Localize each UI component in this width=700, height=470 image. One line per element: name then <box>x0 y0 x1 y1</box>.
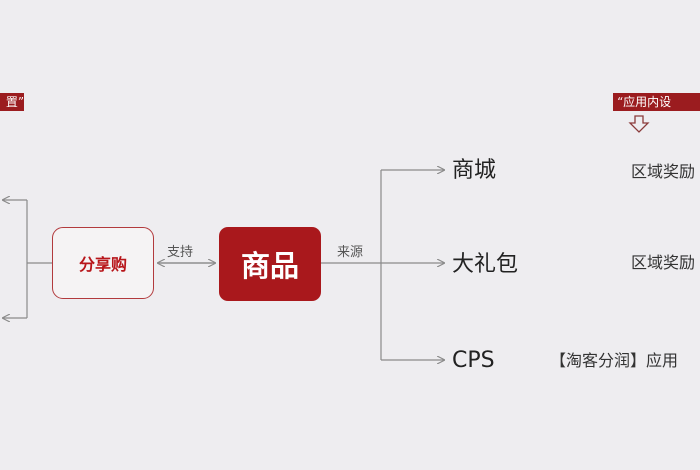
left-bracket <box>3 200 52 318</box>
branch-cps: CPS <box>452 348 495 373</box>
product-node-label: 商品 <box>240 249 299 283</box>
edge-label-support: 支持 <box>167 245 194 260</box>
edge-label-source: 来源 <box>337 245 364 260</box>
share-node-label: 分享购 <box>78 255 127 274</box>
product-node: 商品 <box>219 227 321 301</box>
note-cps: 【淘客分润】应用 <box>550 351 679 370</box>
note-gift-pack: 区域奖励 <box>631 253 696 272</box>
note-mall: 区域奖励 <box>631 162 696 181</box>
down-arrow-icon <box>628 115 650 133</box>
share-node: 分享购 <box>52 227 154 299</box>
source-connector <box>321 170 444 360</box>
tag-left: 置” <box>0 93 24 111</box>
branch-gift-pack: 大礼包 <box>452 252 519 277</box>
branch-mall: 商城 <box>452 158 497 183</box>
tag-right: “应用内设 <box>613 93 700 111</box>
